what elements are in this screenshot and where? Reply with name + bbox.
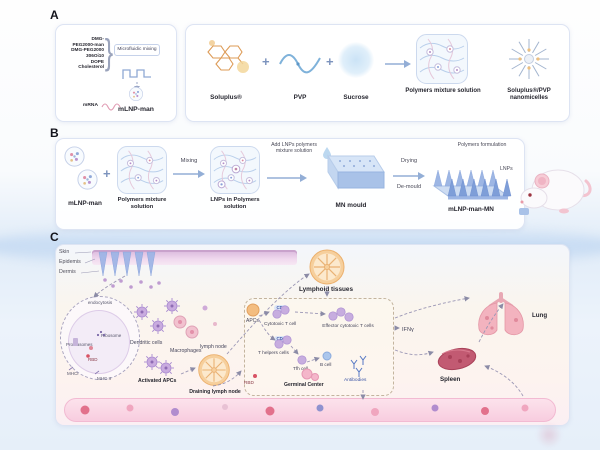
- sucrose-icon: [338, 42, 374, 78]
- panel-b-label: B: [50, 126, 59, 140]
- cytotoxic-t-cell-label: Cytotoxic T cell: [264, 322, 297, 327]
- polymers-mixture-label: Polymers mixture solution: [117, 197, 167, 210]
- lnps-callout-label: LNPs: [500, 166, 513, 172]
- mn-mould-label: MN mould: [335, 202, 367, 209]
- epidermis-label: Epidemis: [59, 259, 81, 265]
- polymers-mixture-icon: [416, 34, 468, 84]
- ifn-gamma-label: IFNγ: [402, 327, 414, 333]
- add-lnps-label: Add LNPs polymers mixture solution: [271, 142, 317, 155]
- cell-body: [68, 310, 130, 374]
- apcs-label: APCs: [246, 318, 259, 324]
- skin-label: Skin: [59, 249, 70, 255]
- panel-a-polymers-box: [185, 24, 570, 122]
- proteasomes-label: Proteasomes: [66, 342, 93, 347]
- ingredient-line: Cholesterol: [78, 64, 104, 70]
- lung-label: Lung: [532, 312, 548, 319]
- endocytosis-label: endocytosis: [87, 300, 113, 305]
- ingredient-line: 306Oi10: [86, 52, 104, 58]
- soluplus-label: Soluplus®: [210, 94, 242, 101]
- dendritic-cells-label: Dendritic cells: [130, 340, 163, 346]
- lungs-icon: [478, 292, 524, 336]
- spleen-label: Spleen: [440, 376, 461, 383]
- right-arrow-icon: [173, 170, 205, 178]
- macrophages-label: Macrophages: [170, 348, 202, 354]
- drying-label: Drying: [400, 158, 418, 164]
- polymers-mixture-icon: [117, 146, 167, 194]
- spleen-icon: [437, 347, 477, 371]
- nanomicelle-icon: [509, 39, 549, 79]
- blood-vessel: [64, 398, 556, 422]
- plus-sign: +: [262, 54, 270, 69]
- lnps-in-polymers-icon: [210, 146, 260, 194]
- mlnp-particle-icon: [128, 87, 144, 101]
- effector-label: Effector cytotoxic T cells: [322, 324, 374, 329]
- ingredient-line: PEG2000-man: [72, 41, 104, 47]
- cd4-badge: CD4: [274, 336, 288, 343]
- mixing-label: Mixing: [180, 158, 198, 164]
- b-cell-label: B cell: [320, 362, 332, 367]
- polymers-formulation-label: Polymers formulation: [457, 142, 507, 148]
- microfluidic-chip-icon: [122, 69, 151, 79]
- polymers-mixture-label: Polymers mixture solution: [405, 88, 481, 94]
- lymphoid-tissues-title: Lymphoid tissues: [298, 286, 354, 293]
- skin-band: [92, 250, 297, 265]
- mhc1-label: MHCI: [67, 371, 79, 376]
- pvp-label: PVP: [293, 94, 307, 101]
- t-helpers-label: T helpers cells: [258, 351, 289, 356]
- sucrose-label: Sucrose: [343, 94, 369, 101]
- nanomicelles-label: Soluplus®/PVP nanomicelles: [507, 88, 551, 102]
- tfh-cell-label: Tfh cell: [293, 366, 309, 371]
- pvp-squiggle-icon: [279, 54, 321, 74]
- germinal-center-label: Germinal Center: [284, 382, 324, 388]
- dermis-label: Dermis: [59, 269, 76, 275]
- lnp-particle-icon: [77, 169, 98, 190]
- panel-c-label: C: [50, 230, 59, 244]
- watermark-circle: [536, 422, 562, 448]
- plus-sign: +: [103, 166, 111, 181]
- mouse-icon: [519, 169, 592, 215]
- right-arrow-icon: [267, 174, 307, 182]
- soluplus-structure-icon: [207, 40, 249, 73]
- mlnp-man-label: mLNP-man: [68, 200, 102, 207]
- lnp-particle-icon: [64, 146, 85, 167]
- plus-sign: +: [326, 54, 334, 69]
- panel-a-lipids-box: [55, 24, 177, 122]
- ingredient-line: DOPE: [90, 58, 104, 64]
- rbd-label: RBD: [244, 380, 254, 385]
- ingredients-brace: }: [104, 31, 114, 72]
- right-arrow-icon: [385, 60, 411, 68]
- activated-apcs-label: Activated APCs: [138, 378, 177, 384]
- microneedle-array-icon: [432, 169, 512, 200]
- antibodies-label: Antibodies: [344, 378, 367, 383]
- mlnp-man-mn-label: mLNP-man-MN: [448, 206, 494, 213]
- draining-lymph-node-label: Draining lymph node: [189, 389, 241, 395]
- ingredient-line: DMG-: [91, 36, 105, 41]
- lipid-ingredients-list: DMG- PEG2000-man DMG-PEG2000 306Oi10 DOP…: [58, 36, 104, 70]
- mrna-squiggle-icon: [101, 103, 121, 111]
- panel-a-label: A: [50, 8, 59, 22]
- ribosome-label: Ribosome: [101, 333, 122, 338]
- mhc2-label: MHC II: [97, 376, 111, 381]
- ingredient-line: DMG-PEG2000: [71, 47, 104, 53]
- rbd-label: RBD: [88, 357, 98, 362]
- microfluidic-mixing-label: Microfluidic mixing: [114, 44, 160, 56]
- lymph-node-label: lymph node: [200, 344, 227, 350]
- mn-mould-icon: [327, 154, 385, 190]
- right-arrow-icon: [393, 172, 425, 180]
- mlnp-man-label: mLNP-man: [118, 106, 154, 113]
- mrna-label: mRNA: [83, 103, 98, 108]
- lnps-in-polymers-label: LNPs in Polymers solution: [210, 197, 260, 210]
- de-mould-label: De-mould: [396, 184, 422, 190]
- panel-c-overlay: [68, 249, 529, 416]
